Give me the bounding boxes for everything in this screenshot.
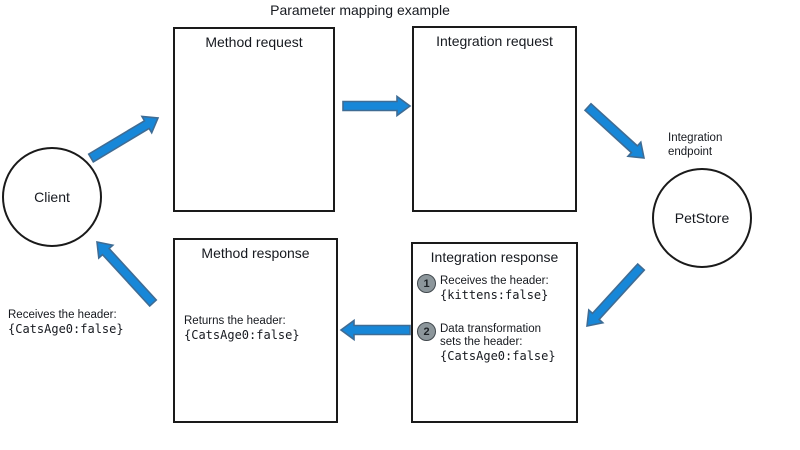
integration-response-step-1: 1 Receives the header: {kittens:false} (417, 274, 549, 303)
petstore-to-integration-response-arrow (586, 262, 646, 328)
integration-endpoint-label-line-2: endpoint (668, 146, 713, 158)
integration-response-title: Integration response (430, 249, 559, 265)
step-2-code: {CatsAge0:false} (440, 349, 556, 363)
method-response-note-text: Returns the header: (184, 315, 286, 327)
diagram-title: Parameter mapping example (270, 2, 450, 18)
method-request-to-integration-request-arrow (342, 94, 412, 118)
step-2-line-2: sets the header: (440, 336, 523, 348)
step-2-badge: 2 (417, 322, 436, 341)
step-2-line-1: Data transformation (440, 323, 541, 335)
client-note: Receives the header: {CatsAge0:false} (8, 308, 124, 337)
method-response-box: Method response Returns the header: {Cat… (173, 238, 338, 423)
step-1-code: {kittens:false} (440, 288, 549, 302)
integration-endpoint-label-line-1: Integration (668, 132, 723, 144)
method-request-box: Method request (173, 27, 335, 212)
integration-request-title: Integration request (436, 33, 553, 49)
integration-response-box: Integration response 1 Receives the head… (411, 242, 578, 423)
client-node-label: Client (34, 189, 70, 205)
petstore-node-label: PetStore (674, 210, 730, 226)
integration-request-to-petstore-arrow (583, 102, 646, 159)
method-request-title: Method request (205, 34, 303, 50)
method-response-note-code: {CatsAge0:false} (184, 328, 300, 342)
step-1-badge: 1 (417, 274, 436, 293)
step-1-line: Receives the header: (440, 275, 549, 287)
method-response-note: Returns the header: {CatsAge0:false} (184, 314, 300, 343)
method-response-to-client-arrow (96, 240, 158, 308)
client-node: Client (2, 147, 102, 247)
integration-request-box: Integration request (412, 26, 577, 212)
petstore-node: PetStore (652, 168, 752, 268)
integration-response-step-2: 2 Data transformation sets the header: {… (417, 322, 556, 364)
client-note-code: {CatsAge0:false} (8, 322, 124, 336)
step-1-text: Receives the header: {kittens:false} (440, 275, 549, 303)
integration-response-to-method-response-arrow (339, 318, 411, 342)
client-to-method-request-arrow (87, 115, 160, 163)
step-2-text: Data transformation sets the header: {Ca… (440, 323, 556, 364)
method-response-title: Method response (201, 245, 310, 261)
integration-endpoint-label: Integration endpoint (668, 131, 722, 159)
client-note-text: Receives the header: (8, 309, 117, 321)
